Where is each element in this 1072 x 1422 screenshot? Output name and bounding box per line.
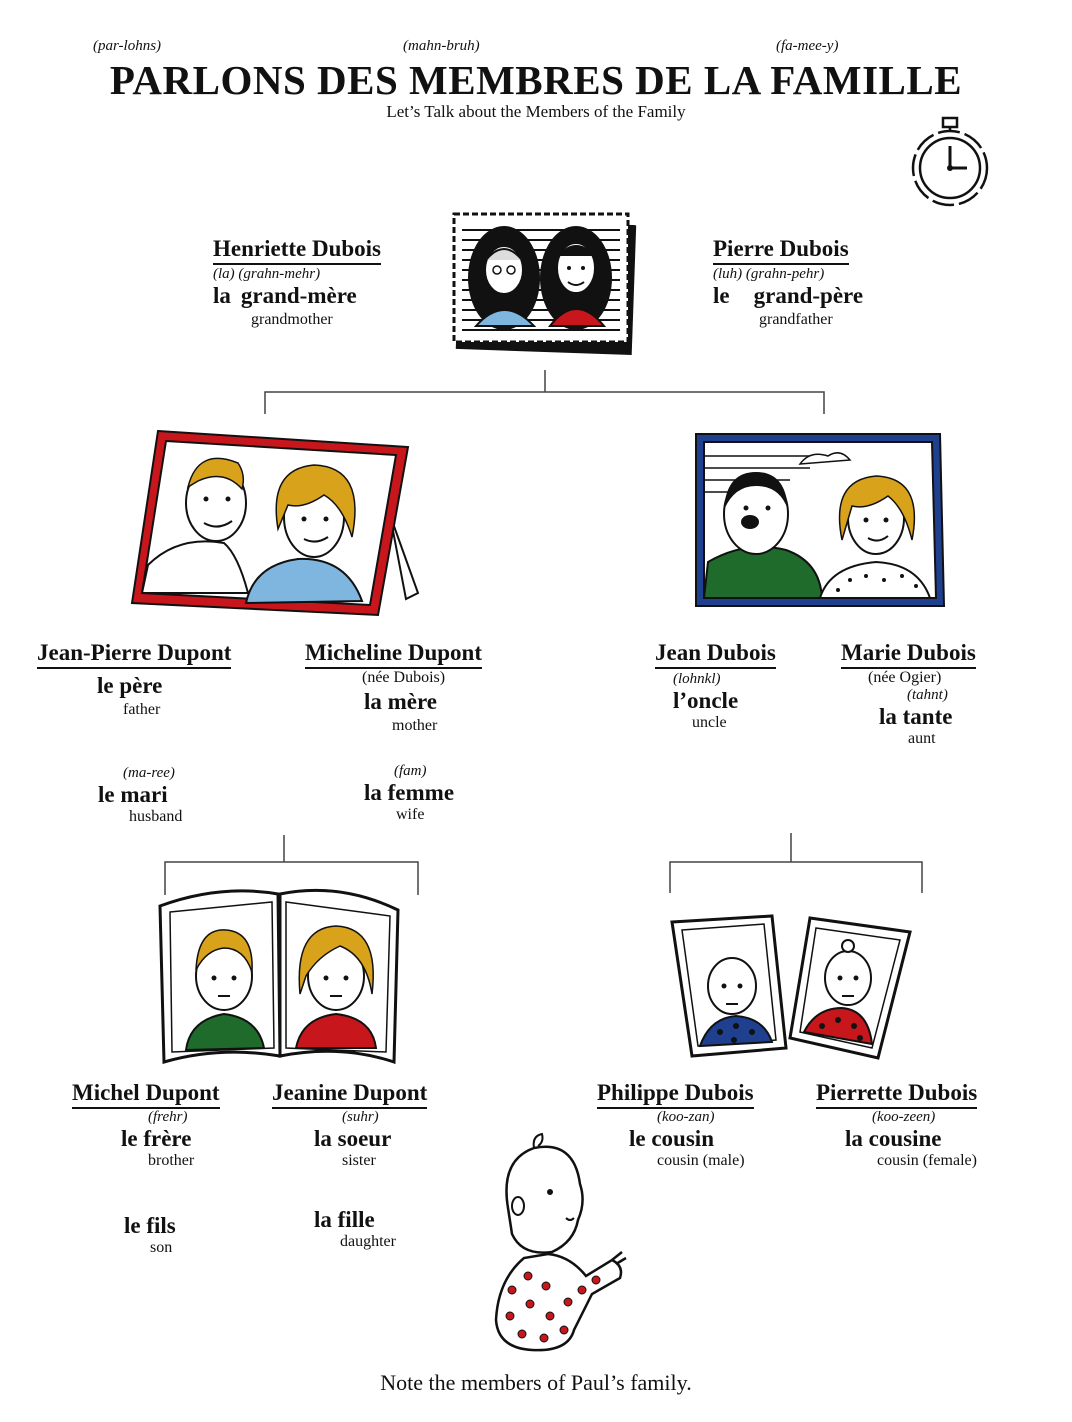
brother-english: brother	[148, 1152, 195, 1169]
grandfather-pronunciation: (luh) (grahn-pehr)	[713, 266, 825, 282]
husband-english: husband	[129, 808, 183, 825]
grandfather-word: grand-père	[753, 283, 864, 308]
sister-pronunciation: (suhr)	[342, 1109, 379, 1125]
aunt-word: la tante	[879, 704, 953, 729]
wife-pronunciation: (fam)	[394, 763, 427, 779]
brother-pronunciation: (frehr)	[148, 1109, 188, 1125]
mother-word: la mère	[364, 689, 438, 714]
uncle-english: uncle	[692, 714, 727, 731]
grandmother-name: Henriette Dubois	[213, 236, 382, 265]
parents-portrait	[130, 429, 420, 617]
pronunciation-membres: (mahn-bruh)	[403, 38, 480, 54]
grandparents-portrait	[452, 212, 637, 356]
aunt-block: Marie Dubois (née Ogier) (tahnt) la tant…	[841, 640, 976, 748]
male-cousin-name: Philippe Dubois	[597, 1080, 754, 1109]
aunt-nee: (née Ogier)	[868, 669, 942, 686]
son-english: son	[150, 1239, 173, 1256]
daughter-english: daughter	[340, 1233, 396, 1250]
mother-block: Micheline Dupont (née Dubois) la mère mo…	[305, 640, 482, 735]
uncle-word: l’oncle	[673, 688, 739, 713]
aunt-english: aunt	[908, 730, 936, 747]
grandmother-article: la	[213, 283, 231, 308]
grandmother-word: grand-mère	[240, 283, 357, 308]
page-title: PARLONS DES MEMBRES DE LA FAMILLE	[109, 57, 963, 103]
grandfather-article: le	[713, 283, 730, 308]
grandmother-block: Henriette Dubois (la) (grahn-mehr) la gr…	[213, 236, 382, 329]
male-cousin-word: le cousin	[629, 1126, 714, 1151]
brother-block: Michel Dupont (frehr) le frère brother	[72, 1080, 220, 1170]
grandmother-english: grandmother	[251, 311, 333, 328]
footer-note: Note the members of Paul’s family.	[380, 1370, 692, 1395]
grandmother-pronunciation: (la) (grahn-mehr)	[213, 266, 321, 282]
female-cousin-word: la cousine	[845, 1126, 942, 1151]
wife-word: la femme	[364, 780, 455, 805]
father-name: Jean-Pierre Dupont	[37, 640, 232, 669]
grandfather-english: grandfather	[759, 311, 833, 328]
husband-block: (ma-ree) le mari husband	[98, 765, 183, 826]
female-cousin-pronunciation: (koo-zeen)	[872, 1109, 936, 1125]
mother-nee: (née Dubois)	[362, 669, 446, 686]
father-english: father	[123, 701, 161, 718]
grandfather-block: Pierre Dubois (luh) (grahn-pehr) le gran…	[713, 236, 863, 329]
father-word: le père	[97, 673, 163, 698]
father-block: Jean-Pierre Dupont le père father	[37, 640, 232, 719]
uncle-aunt-portrait	[695, 433, 946, 607]
aunt-name: Marie Dubois	[841, 640, 976, 669]
male-cousin-block: Philippe Dubois (koo-zan) le cousin cous…	[597, 1080, 754, 1170]
wife-english: wife	[396, 806, 425, 823]
pronunciation-famille: (fa-mee-y)	[776, 38, 839, 54]
female-cousin-english: cousin (female)	[877, 1152, 977, 1169]
male-cousin-english: cousin (male)	[657, 1152, 745, 1169]
paul-illustration	[494, 1132, 627, 1352]
son-block: le fils son	[124, 1213, 176, 1257]
cousins-portrait	[670, 914, 912, 1060]
husband-word: le mari	[98, 782, 168, 807]
pronunciation-parlons: (par-lohns)	[93, 38, 162, 54]
brother-word: le frère	[121, 1126, 192, 1151]
grandfather-name: Pierre Dubois	[713, 236, 849, 265]
children-portrait	[158, 888, 400, 1065]
uncle-name: Jean Dubois	[655, 640, 776, 669]
stopwatch-icon	[911, 116, 989, 207]
mother-name: Micheline Dupont	[305, 640, 482, 669]
daughter-word: la fille	[314, 1207, 375, 1232]
brother-name: Michel Dupont	[72, 1080, 220, 1109]
female-cousin-block: Pierrette Dubois (koo-zeen) la cousine c…	[816, 1080, 978, 1170]
page-subtitle: Let’s Talk about the Members of the Fami…	[386, 102, 686, 121]
sister-english: sister	[342, 1152, 376, 1169]
sister-word: la soeur	[314, 1126, 392, 1151]
sister-name: Jeanine Dupont	[272, 1080, 428, 1109]
female-cousin-name: Pierrette Dubois	[816, 1080, 978, 1109]
husband-pronunciation: (ma-ree)	[123, 765, 175, 781]
sister-block: Jeanine Dupont (suhr) la soeur sister	[272, 1080, 428, 1170]
son-word: le fils	[124, 1213, 176, 1238]
uncle-block: Jean Dubois (lohnkl) l’oncle uncle	[655, 640, 776, 732]
mother-english: mother	[392, 717, 438, 734]
male-cousin-pronunciation: (koo-zan)	[657, 1109, 715, 1125]
uncle-pronunciation: (lohnkl)	[673, 671, 721, 687]
aunt-pronunciation: (tahnt)	[907, 687, 948, 703]
daughter-block: la fille daughter	[314, 1207, 396, 1251]
wife-block: (fam) la femme wife	[364, 763, 454, 824]
